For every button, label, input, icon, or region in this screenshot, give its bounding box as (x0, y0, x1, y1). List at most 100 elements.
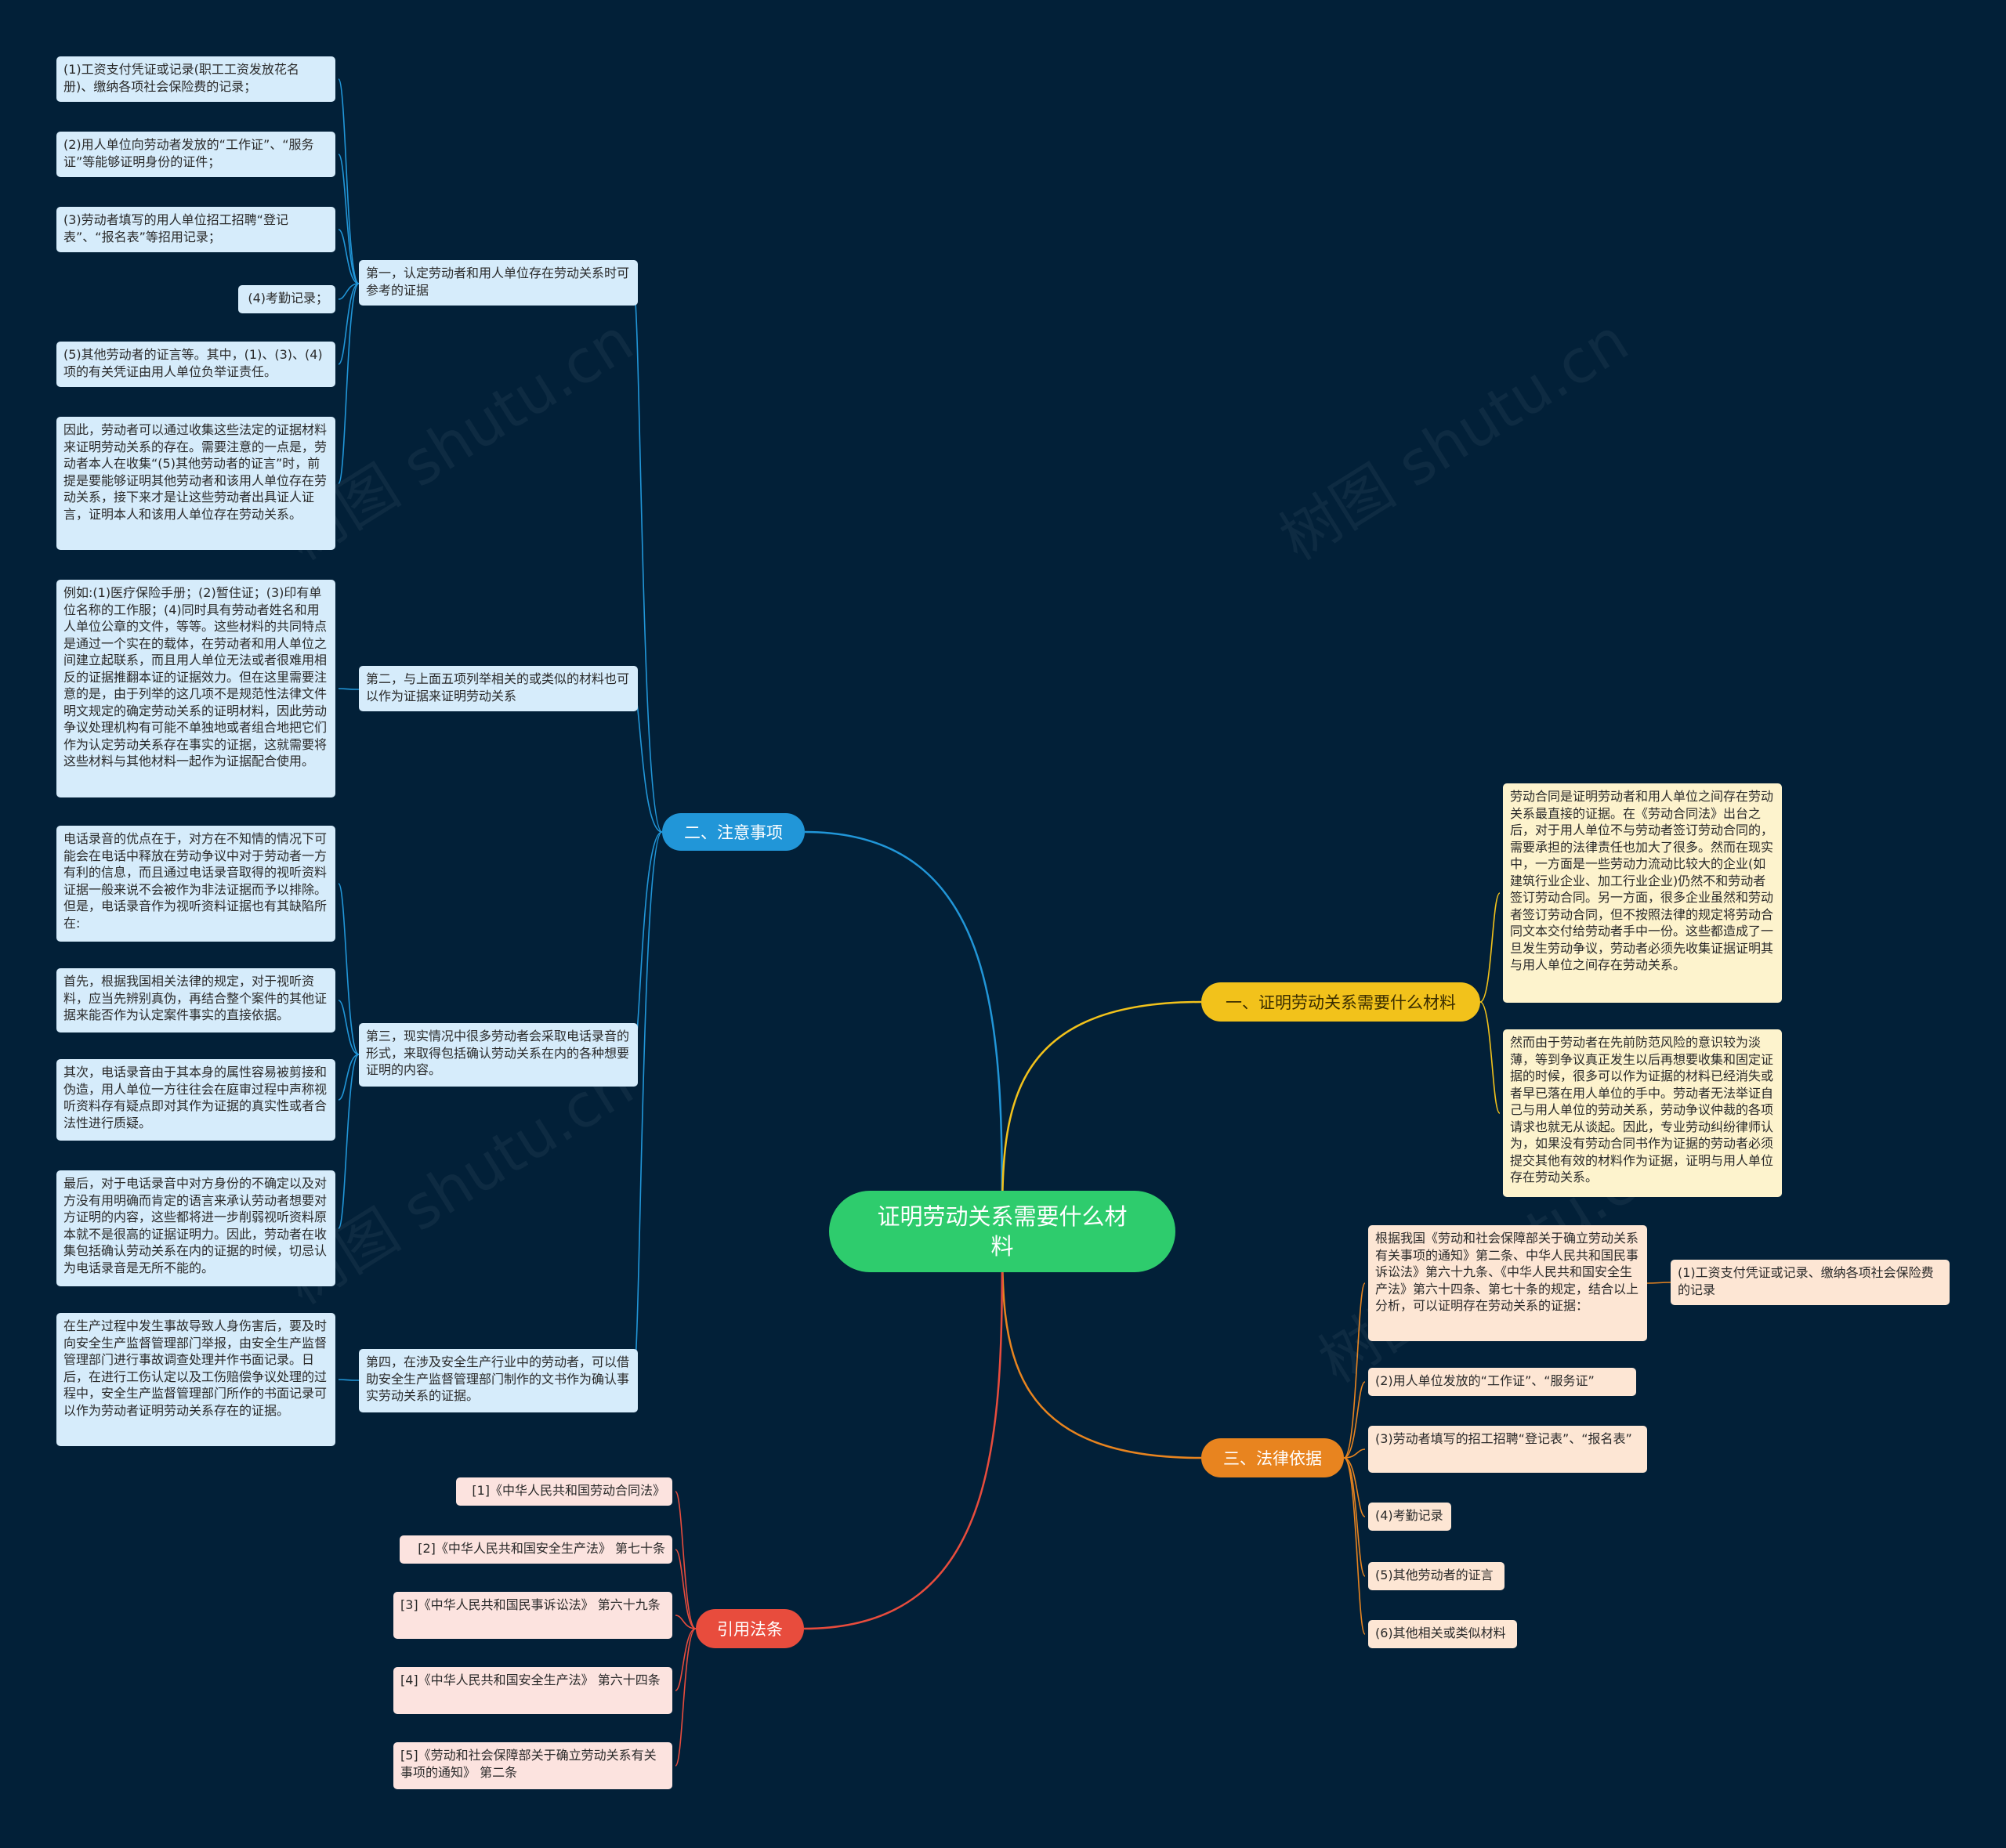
cited-law-1[interactable]: [1]《中华人民共和国劳动合同法》 (456, 1477, 672, 1506)
legal-item-4-text: (4)考勤记录 (1375, 1508, 1443, 1523)
link-notes1-leaf-0 (338, 78, 360, 284)
link-legal-leaf-2 (1343, 1448, 1366, 1459)
link-materials-leaf-0 (1479, 892, 1501, 1003)
notes-3-item-1[interactable]: 电话录音的优点在于，对方在不知情的情况下可能会在电话中释放在劳动争议中对于劳动者… (56, 826, 335, 942)
materials-item-1-text: 劳动合同是证明劳动者和用人单位之间存在劳动关系最直接的证据。在《劳动合同法》出台… (1510, 789, 1774, 972)
link-cited-leaf-4 (675, 1628, 697, 1767)
branch-cited-laws[interactable]: 引用法条 (696, 1609, 804, 1648)
branch-legal-basis[interactable]: 三、法律依据 (1201, 1438, 1344, 1477)
legal-item-5[interactable]: (5)其他劳动者的证言 (1368, 1562, 1504, 1590)
link-notes3-leaf-0 (338, 883, 360, 1055)
legal-intro[interactable]: 根据我国《劳动和社会保障部关于确立劳动关系有关事项的通知》第二条、中华人民共和国… (1368, 1225, 1647, 1341)
legal-intro-text: 根据我国《劳动和社会保障部关于确立劳动关系有关事项的通知》第二条、中华人民共和国… (1375, 1231, 1639, 1313)
link-notes1-leaf-2 (338, 229, 360, 284)
notes-2-item-1[interactable]: 例如:(1)医疗保险手册；(2)暂住证；(3)印有单位名称的工作服；(4)同时具… (56, 580, 335, 797)
link-notes1-leaf-5 (338, 283, 360, 484)
notes-1-item-6[interactable]: 因此，劳动者可以通过收集这些法定的证据材料来证明劳动关系的存在。需要注意的一点是… (56, 417, 335, 550)
notes-2-item-1-text: 例如:(1)医疗保险手册；(2)暂住证；(3)印有单位名称的工作服；(4)同时具… (63, 585, 328, 768)
notes-sub-3[interactable]: 第三，现实情况中很多劳动者会采取电话录音的形式，来取得包括确认劳动关系在内的各种… (359, 1023, 638, 1087)
notes-1-item-2-text: (2)用人单位向劳动者发放的“工作证”、“服务证”等能够证明身份的证件； (63, 137, 314, 169)
link-root-notes (804, 830, 1004, 1232)
legal-item-2-text: (2)用人单位发放的“工作证”、“服务证” (1375, 1373, 1595, 1388)
legal-item-1[interactable]: (1)工资支付凭证或记录、缴纳各项社会保险费的记录 (1671, 1260, 1950, 1305)
notes-1-item-4[interactable]: (4)考勤记录； (238, 285, 335, 313)
notes-1-item-5[interactable]: (5)其他劳动者的证言等。其中，(1)、(3)、(4)项的有关凭证由用人单位负举… (56, 342, 335, 387)
branch-legal-basis-label: 三、法律依据 (1223, 1449, 1322, 1468)
legal-item-6-text: (6)其他相关或类似材料 (1375, 1626, 1506, 1640)
cited-law-2[interactable]: [2]《中华人民共和国安全生产法》 第七十条 (400, 1535, 672, 1564)
notes-3-item-1-text: 电话录音的优点在于，对方在不知情的情况下可能会在电话中释放在劳动争议中对于劳动者… (63, 831, 328, 931)
notes-3-item-2-text: 首先，根据我国相关法律的规定，对于视听资料，应当先辨别真伪，再结合整个案件的其他… (63, 974, 328, 1022)
link-root-cited (803, 1231, 1004, 1630)
cited-law-4[interactable]: [4]《中华人民共和国安全生产法》 第六十四条 (393, 1667, 672, 1714)
notes-sub-1-text: 第一，认定劳动者和用人单位存在劳动关系时可参考的证据 (366, 266, 630, 298)
notes-sub-2[interactable]: 第二，与上面五项列举相关的或类似的材料也可以作为证据来证明劳动关系 (359, 666, 638, 711)
link-notes3-leaf-1 (338, 1000, 360, 1055)
legal-item-4[interactable]: (4)考勤记录 (1368, 1503, 1451, 1531)
root-topic[interactable]: 证明劳动关系需要什么材料 (829, 1191, 1175, 1272)
legal-item-1-text: (1)工资支付凭证或记录、缴纳各项社会保险费的记录 (1678, 1265, 1934, 1297)
notes-3-item-3[interactable]: 其次，电话录音由于其本身的属性容易被剪接和伪造，用人单位一方往往会在庭审过程中声… (56, 1059, 335, 1141)
notes-1-item-1[interactable]: (1)工资支付凭证或记录(职工工资发放花名册)、缴纳各项社会保险费的记录； (56, 56, 335, 102)
branch-cited-laws-label: 引用法条 (717, 1620, 783, 1639)
link-legal-leaf-1 (1343, 1381, 1366, 1459)
branch-notes[interactable]: 二、注意事项 (662, 813, 805, 851)
link-cited-leaf-3 (675, 1628, 697, 1691)
link-legal-leaf-0 (1343, 1282, 1366, 1459)
notes-sub-4-text: 第四，在涉及安全生产行业中的劳动者，可以借助安全生产监督管理部门制作的文书作为确… (366, 1354, 630, 1403)
notes-1-item-2[interactable]: (2)用人单位向劳动者发放的“工作证”、“服务证”等能够证明身份的证件； (56, 132, 335, 177)
cited-law-5-text: [5]《劳动和社会保障部关于确立劳动关系有关事项的通知》 第二条 (400, 1748, 657, 1780)
notes-1-item-4-text: (4)考勤记录； (248, 291, 328, 306)
legal-item-3[interactable]: (3)劳动者填写的招工招聘“登记表”、“报名表” (1368, 1426, 1647, 1473)
notes-1-item-6-text: 因此，劳动者可以通过收集这些法定的证据材料来证明劳动关系的存在。需要注意的一点是… (63, 422, 328, 522)
legal-item-6[interactable]: (6)其他相关或类似材料 (1368, 1620, 1517, 1648)
legal-item-3-text: (3)劳动者填写的招工招聘“登记表”、“报名表” (1375, 1431, 1632, 1446)
link-notes1-leaf-1 (338, 154, 360, 284)
link-notes1-leaf-4 (338, 283, 360, 365)
notes-sub-4[interactable]: 第四，在涉及安全生产行业中的劳动者，可以借助安全生产监督管理部门制作的文书作为确… (359, 1349, 638, 1412)
materials-item-2[interactable]: 然而由于劳动者在先前防范风险的意识较为淡薄，等到争议真正发生以后再想要收集和固定… (1503, 1029, 1782, 1197)
notes-4-item-1[interactable]: 在生产过程中发生事故导致人身伤害后，要及时向安全生产监督管理部门举报，由安全生产… (56, 1313, 335, 1446)
link-notes1-leaf-3 (338, 283, 360, 300)
cited-law-5[interactable]: [5]《劳动和社会保障部关于确立劳动关系有关事项的通知》 第二条 (393, 1742, 672, 1789)
link-legal-leaf-5 (1343, 1457, 1366, 1635)
link-legal-intro-child (1646, 1282, 1671, 1284)
root-label: 证明劳动关系需要什么材料 (877, 1203, 1128, 1260)
branch-notes-label: 二、注意事项 (684, 823, 783, 842)
notes-1-item-5-text: (5)其他劳动者的证言等。其中，(1)、(3)、(4)项的有关凭证由用人单位负举… (63, 347, 323, 379)
notes-sub-1[interactable]: 第一，认定劳动者和用人单位存在劳动关系时可参考的证据 (359, 260, 638, 306)
link-materials-leaf-1 (1479, 1001, 1501, 1114)
link-cited-leaf-0 (675, 1491, 697, 1629)
link-root-materials (1001, 1000, 1202, 1232)
link-notes-sub-3 (632, 831, 663, 1381)
link-legal-leaf-4 (1343, 1457, 1366, 1577)
notes-1-item-3[interactable]: (3)劳动者填写的用人单位招工招聘“登记表”、“报名表”等招用记录； (56, 207, 335, 252)
cited-law-4-text: [4]《中华人民共和国安全生产法》 第六十四条 (400, 1673, 661, 1687)
link-cited-leaf-1 (675, 1549, 697, 1629)
link-notes-sub-0 (632, 283, 663, 833)
cited-law-3[interactable]: [3]《中华人民共和国民事诉讼法》 第六十九条 (393, 1592, 672, 1639)
link-notes3-leaf-3 (338, 1054, 360, 1229)
notes-3-item-2[interactable]: 首先，根据我国相关法律的规定，对于视听资料，应当先辨别真伪，再结合整个案件的其他… (56, 968, 335, 1032)
cited-law-2-text: [2]《中华人民共和国安全生产法》 第七十条 (418, 1541, 665, 1556)
branch-materials-label: 一、证明劳动关系需要什么材料 (1226, 993, 1456, 1012)
notes-3-item-4-text: 最后，对于电话录音中对方身份的不确定以及对方没有用明确而肯定的语言来承认劳动者想… (63, 1176, 328, 1275)
notes-sub-2-text: 第二，与上面五项列举相关的或类似的材料也可以作为证据来证明劳动关系 (366, 671, 630, 703)
link-notes3-leaf-2 (338, 1054, 360, 1101)
cited-law-3-text: [3]《中华人民共和国民事诉讼法》 第六十九条 (400, 1597, 661, 1612)
materials-item-2-text: 然而由于劳动者在先前防范风险的意识较为淡薄，等到争议真正发生以后再想要收集和固定… (1510, 1035, 1774, 1184)
cited-law-1-text: [1]《中华人民共和国劳动合同法》 (472, 1483, 665, 1498)
link-cited-leaf-2 (675, 1615, 697, 1629)
link-legal-leaf-3 (1343, 1457, 1366, 1517)
notes-1-item-3-text: (3)劳动者填写的用人单位招工招聘“登记表”、“报名表”等招用记录； (63, 212, 288, 244)
notes-3-item-4[interactable]: 最后，对于电话录音中对方身份的不确定以及对方没有用明确而肯定的语言来承认劳动者想… (56, 1170, 335, 1286)
materials-item-1[interactable]: 劳动合同是证明劳动者和用人单位之间存在劳动关系最直接的证据。在《劳动合同法》出台… (1503, 783, 1782, 1003)
branch-materials[interactable]: 一、证明劳动关系需要什么材料 (1201, 982, 1480, 1022)
notes-3-item-3-text: 其次，电话录音由于其本身的属性容易被剪接和伪造，用人单位一方往往会在庭审过程中声… (63, 1065, 328, 1130)
notes-sub-3-text: 第三，现实情况中很多劳动者会采取电话录音的形式，来取得包括确认劳动关系在内的各种… (366, 1029, 630, 1077)
notes-4-item-1-text: 在生产过程中发生事故导致人身伤害后，要及时向安全生产监督管理部门举报，由安全生产… (63, 1318, 328, 1418)
link-notes-sub-2 (632, 831, 663, 1055)
legal-item-2[interactable]: (2)用人单位发放的“工作证”、“服务证” (1368, 1368, 1636, 1396)
legal-item-5-text: (5)其他劳动者的证言 (1375, 1568, 1494, 1582)
